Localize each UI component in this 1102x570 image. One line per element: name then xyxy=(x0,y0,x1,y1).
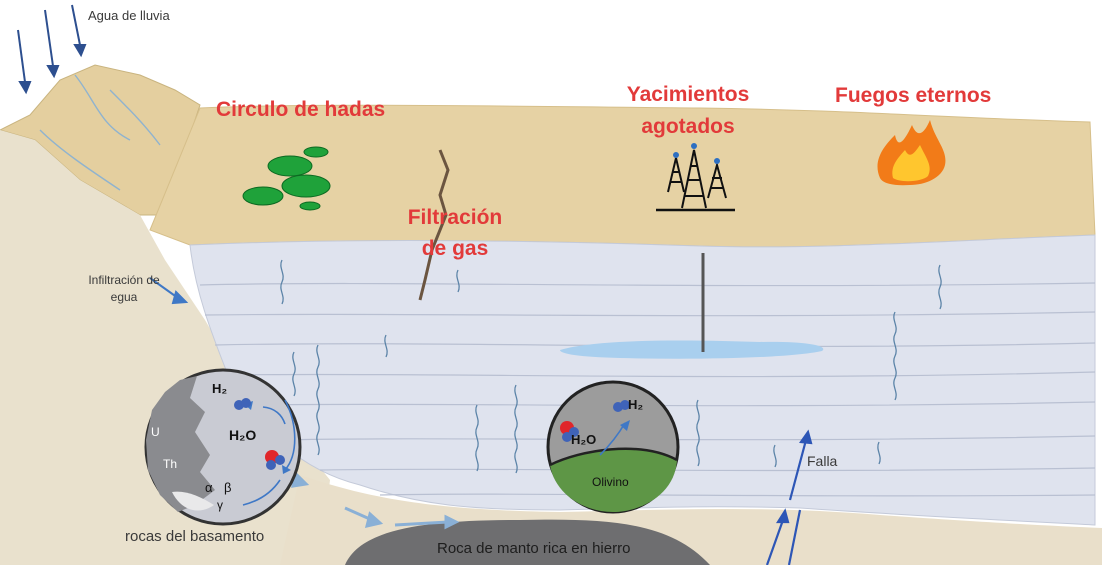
gamma-label: γ xyxy=(217,498,223,512)
gas-seep-label-line1: Filtración xyxy=(407,206,503,229)
iron-mantle-rock-label: Roca de manto rica en hierro xyxy=(437,540,631,557)
infiltration-streams xyxy=(39,74,161,191)
molecule-icon xyxy=(560,400,630,442)
olivine-circle xyxy=(546,380,680,514)
uranium-label: U xyxy=(151,425,160,439)
molecule-icon xyxy=(234,398,285,470)
gas-seep-label-line2: de gas xyxy=(421,237,489,260)
rain-label: Agua de lluvia xyxy=(88,8,170,23)
infiltration-arrow-icon xyxy=(149,277,189,305)
middle-h2-label: H₂ xyxy=(628,397,644,412)
depleted-fields-label-line1: Yacimientos xyxy=(626,83,750,106)
left-h2o-label: H₂O xyxy=(229,427,257,443)
iron-mantle-rock xyxy=(345,519,710,565)
basement-rocks-label: rocas del basamento xyxy=(125,528,265,545)
gas-seep-crack xyxy=(418,149,450,301)
thorium-label: Th xyxy=(163,457,178,471)
gas-bubble-trails xyxy=(280,259,942,474)
eternal-fires-label: Fuegos eternos xyxy=(835,84,992,107)
fault-label: Falla xyxy=(807,453,838,469)
basement-rocks-circle xyxy=(144,368,302,526)
oil-derrick-icon xyxy=(656,143,735,212)
infiltration-label-line2: egua xyxy=(110,290,138,304)
middle-h2o-label: H₂O xyxy=(571,432,597,447)
olivine-label: Olivino xyxy=(592,475,629,489)
alpha-label: α xyxy=(205,480,213,495)
depleted-fields-label-line2: agotados xyxy=(641,115,735,138)
water-lens xyxy=(560,340,824,359)
fairy-circle-icon xyxy=(242,146,331,211)
fault-lines xyxy=(765,429,813,566)
beta-label: β xyxy=(224,480,232,495)
fairy-circle-label: Circulo de hadas xyxy=(216,98,386,121)
left-h2-label: H₂ xyxy=(212,381,228,396)
rain-arrow-icon xyxy=(17,4,87,95)
infiltration-label-line1: Infiltración de xyxy=(88,273,160,287)
fire-icon xyxy=(877,120,946,186)
